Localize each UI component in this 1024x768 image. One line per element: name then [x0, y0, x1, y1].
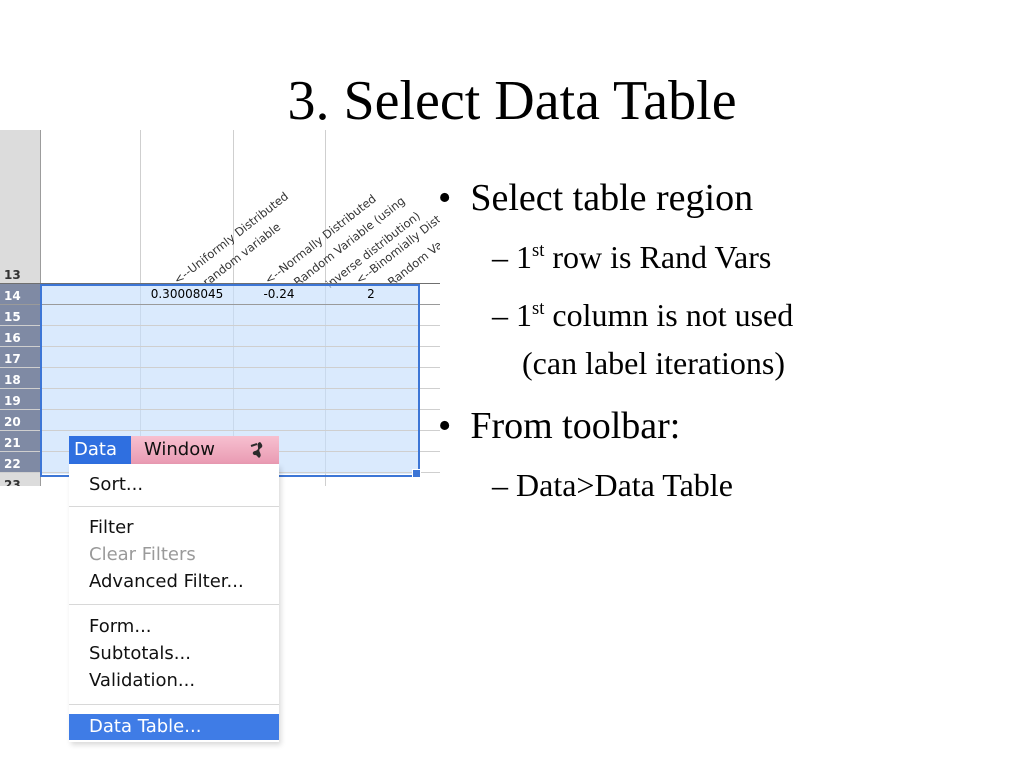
row-header-selected — [0, 347, 40, 368]
menu-item-data-table[interactable]: Data Table... — [89, 716, 202, 737]
sub-bullet-dash: – — [492, 239, 508, 275]
spreadsheet[interactable]: <--Uniformly Distributed random variable… — [0, 130, 440, 486]
sub-bullet-text: Data>Data Table — [516, 467, 733, 503]
row-header-selected — [0, 305, 40, 326]
data-menu-dropdown: Sort... Filter Clear Filters Advanced Fi… — [69, 464, 279, 742]
row-header-selected — [0, 389, 40, 410]
menu-item-advanced-filter[interactable]: Advanced Filter... — [89, 571, 244, 592]
row-number: 16 — [4, 331, 21, 345]
bullet-text: Select table region — [470, 177, 754, 219]
menu-window[interactable]: Window — [144, 439, 215, 460]
table-row: 15 — [0, 305, 440, 326]
row-header-selected — [0, 368, 40, 389]
table-row: 14 — [0, 284, 440, 305]
row-header-selected — [0, 326, 40, 347]
row-number: 23 — [4, 478, 21, 486]
sub-bullet-item: – Data>Data Table — [492, 466, 733, 504]
bullet-item: • From toolbar: — [438, 404, 680, 448]
script-icon[interactable] — [247, 440, 267, 460]
row-header-selected — [0, 410, 40, 431]
row-number: 14 — [4, 289, 21, 303]
menu-item-validation[interactable]: Validation... — [89, 670, 196, 691]
table-row: 19 — [0, 389, 440, 410]
menu-separator — [69, 704, 279, 705]
menu-item-filter[interactable]: Filter — [89, 517, 134, 538]
sub-bullet-text: row is Rand Vars — [544, 239, 772, 275]
menu-item-sort[interactable]: Sort... — [89, 474, 144, 495]
ordinal-suffix: st — [532, 297, 545, 319]
menu-data[interactable]: Data — [69, 436, 131, 464]
ordinal-number: 1 — [516, 239, 532, 275]
sub-bullet-item: – 1st row is Rand Vars — [492, 238, 771, 276]
fill-handle[interactable] — [412, 469, 421, 478]
ordinal-suffix: st — [532, 239, 545, 261]
sub-bullet-text: column is not used — [544, 297, 794, 333]
bullet-dot: • — [438, 177, 452, 219]
row-header-selected — [0, 452, 40, 473]
table-row: 13 — [0, 263, 440, 284]
row-number: 18 — [4, 373, 21, 387]
menu-item-form[interactable]: Form... — [89, 616, 152, 637]
bullet-item: • Select table region — [438, 176, 753, 220]
row-header-selected — [0, 284, 40, 305]
bullet-dot: • — [438, 405, 452, 447]
row-number: 20 — [4, 415, 21, 429]
cell-normal-value[interactable]: -0.24 — [263, 287, 295, 301]
sub-bullet-item: – 1st column is not used — [492, 296, 793, 334]
row-number: 21 — [4, 436, 21, 450]
menu-item-highlight — [69, 714, 279, 740]
sub-bullet-continuation: (can label iterations) — [522, 345, 785, 381]
row-number: 22 — [4, 457, 21, 471]
row-number: 17 — [4, 352, 21, 366]
table-row: 17 — [0, 347, 440, 368]
table-row: 18 — [0, 368, 440, 389]
row-number: 13 — [4, 268, 21, 282]
menu-separator — [69, 604, 279, 605]
sub-bullet-dash: – — [492, 467, 508, 503]
row-number: 19 — [4, 394, 21, 408]
ordinal-number: 1 — [516, 297, 532, 333]
row-header-selected — [0, 431, 40, 452]
table-row: 16 — [0, 326, 440, 347]
menu-item-subtotals[interactable]: Subtotals... — [89, 643, 191, 664]
table-row: 23 — [0, 473, 440, 486]
sub-bullet-dash: – — [492, 297, 508, 333]
menu-bar: Data Window — [69, 436, 279, 464]
row-number: 15 — [4, 310, 21, 324]
bullet-text: From toolbar: — [470, 405, 681, 447]
table-row: 20 — [0, 410, 440, 431]
slide-title: 3. Select Data Table — [287, 70, 737, 132]
cell-binomial-value[interactable]: 2 — [367, 287, 375, 301]
menu-separator — [69, 506, 279, 507]
menu-item-clear-filters: Clear Filters — [89, 544, 196, 565]
cell-uniform-value[interactable]: 0.30008045 — [150, 287, 224, 301]
